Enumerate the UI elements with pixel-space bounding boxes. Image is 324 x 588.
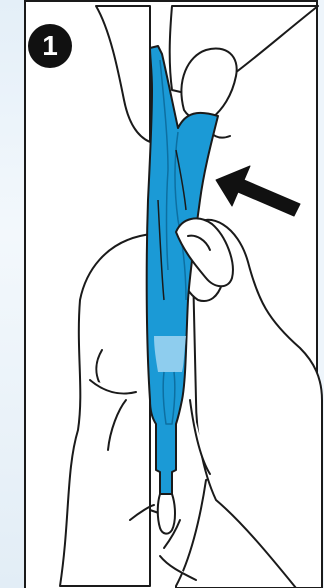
step-number: 1 (42, 30, 58, 62)
pointer-arrow-icon (216, 166, 300, 216)
step-number-badge: 1 (28, 24, 72, 68)
